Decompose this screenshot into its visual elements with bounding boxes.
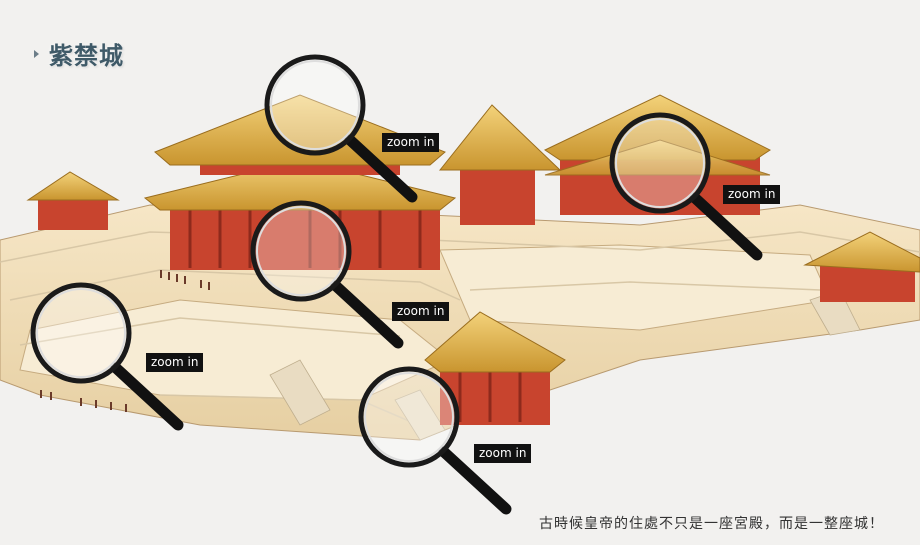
zoom-in-button[interactable]: zoom in — [474, 444, 532, 463]
central-pagoda — [438, 104, 562, 225]
front-gate-hall — [424, 311, 566, 425]
magnifier-icon[interactable] — [28, 280, 188, 432]
left-pavilion — [26, 171, 120, 230]
magnifier-icon[interactable] — [356, 364, 516, 516]
zoom-in-button[interactable]: zoom in — [146, 353, 204, 372]
page-header: 紫禁城 — [34, 36, 124, 71]
zoom-in-button[interactable]: zoom in — [392, 302, 450, 321]
magnifier-icon[interactable] — [248, 198, 408, 350]
caption-text: 古時候皇帝的住處不只是一座宮殿，而是一整座城！ — [539, 516, 884, 532]
page-title: 紫禁城 — [49, 42, 124, 70]
arrow-right-icon — [34, 49, 39, 58]
right-pavilion — [803, 231, 920, 302]
magnifier-icon[interactable] — [262, 52, 422, 204]
magnifier-icon[interactable] — [607, 110, 767, 262]
main-hall — [143, 94, 457, 270]
right-hall — [543, 94, 771, 215]
zoom-in-button[interactable]: zoom in — [382, 133, 440, 152]
zoom-in-button[interactable]: zoom in — [723, 185, 781, 204]
